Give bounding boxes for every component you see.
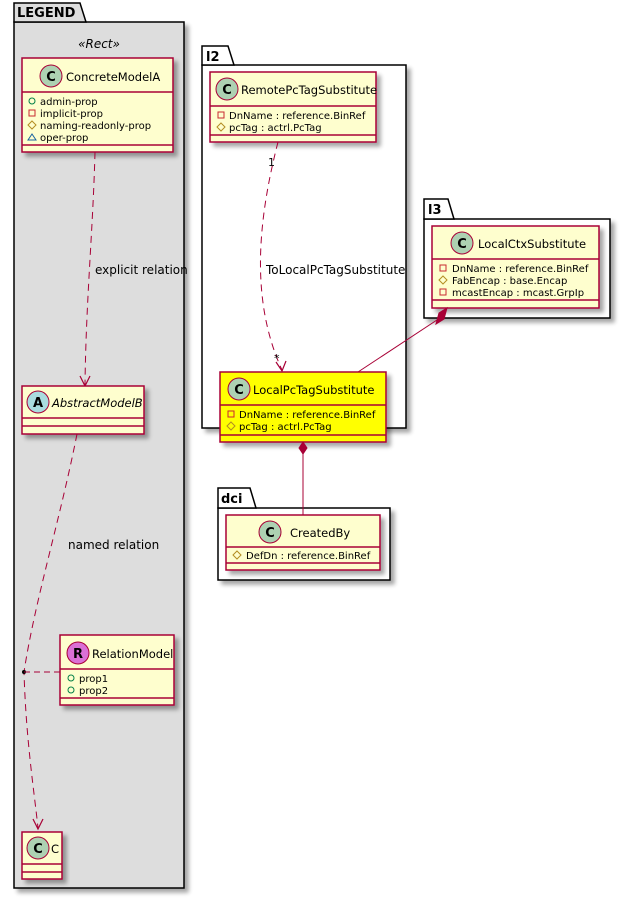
multiplicity-from: 1 (268, 156, 275, 169)
package-legend-tab (13, 2, 88, 23)
package-legend[interactable]: LEGEND «Rect» (13, 2, 185, 889)
relation-created-by-composition[interactable] (298, 441, 308, 515)
package-dci-name: dci (221, 492, 242, 507)
multiplicity-to: * (274, 352, 280, 365)
package-l2-name: l2 (206, 50, 220, 65)
package-l2-tab (201, 45, 236, 66)
private-visibility-icon (439, 288, 447, 296)
attribute: prop2 (79, 686, 108, 697)
attribute: prop1 (79, 674, 108, 685)
relation-label: named relation (68, 538, 159, 552)
protected-visibility-icon (216, 122, 226, 132)
abstract-spot-icon (26, 390, 50, 414)
attribute: DnName : reference.BinRef (229, 111, 366, 122)
attribute: DefDn : reference.BinRef (246, 551, 371, 562)
class-local-pc-tag-substitute[interactable]: C LocalPcTagSubstitute DnName : referenc… (219, 371, 387, 443)
relation-to-local-pc-tag-substitute[interactable]: 1 * ToLocalPcTagSubstitute (260, 141, 405, 373)
class-name: CreatedBy (290, 526, 350, 540)
spot-letter: C (457, 237, 467, 252)
attribute: implicit-prop (40, 109, 103, 120)
arrow-head-icon (275, 360, 287, 373)
class-spot-icon (258, 520, 282, 544)
relation-ctx-composition[interactable] (357, 306, 448, 373)
attribute: mcastEncap : mcast.GrpIp (452, 288, 584, 299)
class-abstract-model-b[interactable]: A AbstractModelB (21, 385, 145, 435)
attribute: DnName : reference.BinRef (452, 264, 589, 275)
attribute: oper-prop (40, 133, 88, 144)
protected-visibility-icon (232, 550, 242, 560)
package-legend-stereotype: «Rect» (78, 37, 120, 51)
class-spot-icon (450, 231, 474, 255)
class-name: C (51, 842, 59, 856)
attribute: pcTag : actrl.PcTag (239, 422, 332, 433)
relation-spot-icon (66, 641, 90, 665)
attribute: FabEncap : base.Encap (452, 276, 567, 287)
spot-letter: R (73, 647, 83, 662)
spot-letter: C (33, 842, 43, 857)
spot-letter: C (46, 70, 56, 85)
package-dci-tab (217, 487, 258, 509)
attribute: pcTag : actrl.PcTag (229, 123, 322, 134)
class-name: RelationModel (92, 647, 173, 661)
relation-label: ToLocalPcTagSubstitute (265, 263, 405, 277)
spot-letter: C (222, 83, 232, 98)
class-relation-model[interactable]: R RelationModel prop1 prop2 (59, 634, 175, 706)
private-visibility-icon (227, 410, 235, 418)
package-l3-tab (423, 198, 456, 220)
attribute: DnName : reference.BinRef (239, 410, 376, 421)
spot-letter: C (234, 383, 244, 398)
class-spot-icon (227, 377, 251, 401)
package-legend-body (13, 21, 185, 889)
private-visibility-icon (28, 109, 36, 117)
class-name: RemotePcTagSubstitute (241, 83, 377, 97)
class-created-by[interactable]: C CreatedBy DefDn : reference.BinRef (225, 514, 381, 571)
class-spot-icon (215, 77, 239, 101)
class-name: LocalCtxSubstitute (478, 237, 586, 251)
class-local-ctx-substitute[interactable]: C LocalCtxSubstitute DnName : reference.… (431, 225, 600, 309)
public-visibility-icon (28, 97, 36, 105)
protected-visibility-icon (27, 120, 37, 130)
attribute: admin-prop (40, 97, 98, 108)
package-l3-name: l3 (428, 203, 442, 218)
arrow-head-icon (32, 818, 44, 831)
class-concrete-model-a[interactable]: C ConcreteModelA admin-prop implicit-pro… (21, 57, 174, 153)
package-visibility-icon (27, 133, 37, 141)
relation-named[interactable]: named relation (22, 433, 159, 831)
public-visibility-icon (67, 674, 75, 682)
private-visibility-icon (439, 264, 447, 272)
private-visibility-icon (217, 111, 225, 119)
class-spot-icon (26, 836, 50, 860)
attribute: naming-readonly-prop (40, 121, 151, 132)
spot-letter: A (33, 396, 43, 411)
spot-letter: C (265, 526, 275, 541)
public-visibility-icon (67, 686, 75, 694)
class-name: ConcreteModelA (66, 70, 160, 84)
package-legend-name: LEGEND (17, 6, 76, 21)
class-name: LocalPcTagSubstitute (253, 383, 375, 397)
class-c[interactable]: C C (21, 831, 63, 880)
protected-visibility-icon (438, 275, 448, 285)
composition-diamond-icon (298, 441, 308, 455)
composition-diamond-icon (435, 306, 448, 326)
relation-label: explicit relation (95, 263, 188, 277)
class-remote-pc-tag-substitute[interactable]: C RemotePcTagSubstitute DnName : referen… (209, 71, 377, 143)
protected-visibility-icon (226, 421, 236, 431)
class-spot-icon (39, 64, 63, 88)
class-name: AbstractModelB (51, 396, 143, 410)
